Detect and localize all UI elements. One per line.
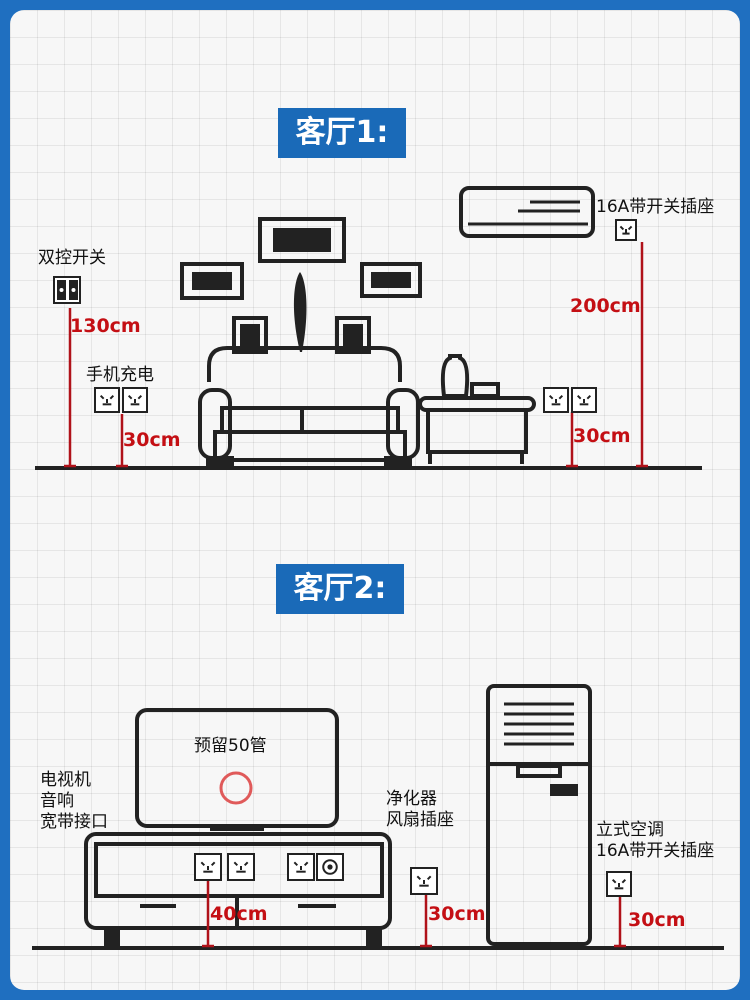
floor-ac-label-2: 16A带开关插座 xyxy=(596,841,715,861)
measure-side-height: 30cm xyxy=(573,425,631,447)
measure-ac-height: 200cm xyxy=(570,295,641,317)
floor-ac-outlet xyxy=(606,871,632,897)
double-switch-icon xyxy=(53,276,81,304)
tv-icon xyxy=(135,708,339,831)
phone-charging-label: 手机充电 xyxy=(86,365,154,385)
measure-floor-ac-height: 30cm xyxy=(628,909,686,931)
side-table-icon xyxy=(418,354,536,464)
measure-tv-socket-height: 40cm xyxy=(210,903,268,925)
ac-socket-label: 16A带开关插座 xyxy=(596,197,715,217)
section-title-1: 客厅1: xyxy=(278,108,406,158)
purifier-outlet xyxy=(410,867,438,895)
diagram-canvas: 客厅1: 双控开关 手机充电 16A带开关插座 130cm 30cm 30cm … xyxy=(10,10,740,990)
dimension-lines xyxy=(64,242,648,948)
floor-ac-icon xyxy=(486,684,592,946)
wall-ac-icon xyxy=(459,186,595,238)
tv-reserve-label: 预留50管 xyxy=(194,736,267,756)
charging-outlet-2 xyxy=(122,387,148,413)
measure-switch-height: 130cm xyxy=(70,315,141,337)
tv-group-label-1: 电视机 xyxy=(40,770,91,790)
section-title-2: 客厅2: xyxy=(276,564,404,614)
purifier-label-2: 风扇插座 xyxy=(386,810,454,830)
tv-cabinet-icon xyxy=(84,832,392,946)
reserve-circle xyxy=(219,771,253,805)
tv-group-label-3: 宽带接口 xyxy=(40,812,108,832)
measure-purifier-height: 30cm xyxy=(428,903,486,925)
side-outlet-2 xyxy=(571,387,597,413)
floor-ac-label-1: 立式空调 xyxy=(596,820,664,840)
double-switch-label: 双控开关 xyxy=(38,248,106,268)
picture-frames xyxy=(180,217,422,300)
ac-outlet xyxy=(615,219,637,241)
measure-charging-height: 30cm xyxy=(123,429,181,451)
tv-outlet-3 xyxy=(287,853,315,881)
tv-outlet-4 xyxy=(316,853,344,881)
charging-outlet-1 xyxy=(94,387,120,413)
tv-outlet-1 xyxy=(194,853,222,881)
side-outlet-1 xyxy=(543,387,569,413)
sofa-icon xyxy=(198,272,420,468)
drawing-layer xyxy=(32,186,724,950)
tv-group-label-2: 音响 xyxy=(40,791,74,811)
tv-outlet-2 xyxy=(227,853,255,881)
purifier-label-1: 净化器 xyxy=(386,789,437,809)
